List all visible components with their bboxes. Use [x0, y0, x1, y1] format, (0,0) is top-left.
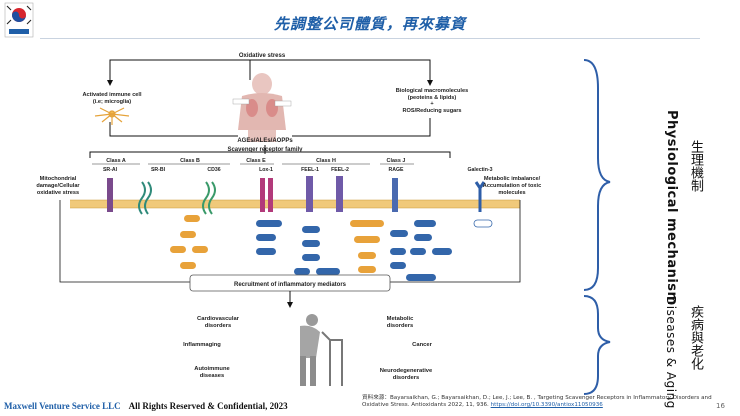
class-h-label: Class H [316, 158, 336, 164]
receptor-icons [107, 176, 486, 215]
bio-macro-sub: (peoteins & lipids) [408, 95, 457, 101]
section-braces [582, 58, 612, 398]
autoimmune-label-2: diseases [200, 373, 225, 379]
sr-ai-label: SR-AI [103, 167, 118, 173]
elderly-person-icon [300, 314, 343, 386]
class-j-label: Class J [387, 158, 406, 164]
scavenger-receptor-figure: Oxidative stress Activated immune cell (… [30, 50, 550, 390]
metabolic-label-2: disorders [387, 323, 413, 329]
feel2-label: FEEL-2 [331, 167, 349, 173]
feel1-label: FEEL-1 [301, 167, 319, 173]
mito-label-3: oxidative stress [37, 190, 79, 196]
physiological-mechanism-zh: 生理機制 [688, 140, 703, 192]
cell-membrane [70, 200, 520, 208]
metabolic-label-1: Metabolic [387, 316, 415, 322]
neuro-label-2: disorders [393, 375, 419, 381]
microglia-icon [94, 107, 130, 125]
meta-label-3: molecules [498, 190, 525, 196]
ages-label: AGEs/ALEs/AOPPs [237, 138, 293, 144]
mito-label-2: damage/Cellular [36, 183, 80, 189]
meta-label-2: Accumulation of toxic [483, 183, 541, 189]
reference-text: 資料來源：Bayarsaikhan, G.; Bayarsaikhan, D.;… [362, 395, 712, 409]
cancer-label: Cancer [412, 342, 432, 348]
activated-immune-sub: (i.e; microglia) [93, 99, 131, 105]
inflammaging-label: Inflammaging [183, 342, 221, 348]
autoimmune-label-1: Autoimmune [194, 366, 230, 372]
footer-company: Maxwell Venture Service LLC [4, 401, 121, 411]
diseases-aging-label: Diseases & Aging [664, 296, 678, 409]
bio-macro-label: Biological macromolecules [396, 88, 468, 94]
neuro-label-1: Neurodegenerative [380, 368, 433, 374]
lox1-label: Lox-1 [259, 167, 273, 173]
recruitment-label: Recruitment of inflammatory mediators [234, 282, 347, 288]
ros-label: ROS/Reducing sugars [402, 108, 461, 114]
class-a-label: Class A [106, 158, 126, 164]
galectin-label: Galectin-3 [467, 167, 492, 173]
reference-note: 資料來源：Bayarsaikhan, G.; Bayarsaikhan, D.;… [362, 395, 712, 410]
cd36-label: CD36 [207, 167, 220, 173]
meta-label-1: Metabolic imbalance/ [484, 176, 541, 182]
class-b-label: Class B [180, 158, 200, 164]
mito-label-1: Mitochondrial [40, 176, 77, 182]
reference-link[interactable]: https://doi.org/10.3390/antiox11050936 [490, 402, 603, 409]
oxidative-stress-label: Oxidative stress [239, 53, 286, 59]
body-silhouette [232, 73, 292, 142]
footer-rights: All Rights Reserved & Confidential, 2023 [128, 401, 288, 411]
footer: Maxwell Venture Service LLC All Rights Re… [4, 401, 288, 411]
sr-bi-label: SR-BI [151, 167, 166, 173]
page-number: 16 [716, 402, 725, 410]
scavenger-family-label: Scavenger receptor family [227, 147, 303, 153]
class-e-label: Class E [246, 158, 266, 164]
rage-label: RAGE [389, 167, 405, 173]
title-divider [40, 38, 700, 39]
cardio-label-1: Cardiovascular [197, 316, 240, 322]
page-title: 先調整公司體質，再來募資 [273, 15, 466, 33]
plus-label: + [430, 101, 434, 107]
diseases-aging-zh: 疾病與老化 [688, 305, 703, 370]
physiological-mechanism-label: Physiological mechanism [664, 110, 679, 306]
signaling-nodes [170, 215, 493, 281]
activated-immune-label: Activated immune cell [82, 92, 142, 98]
cardio-label-2: disorders [205, 323, 231, 329]
company-logo [4, 2, 34, 38]
